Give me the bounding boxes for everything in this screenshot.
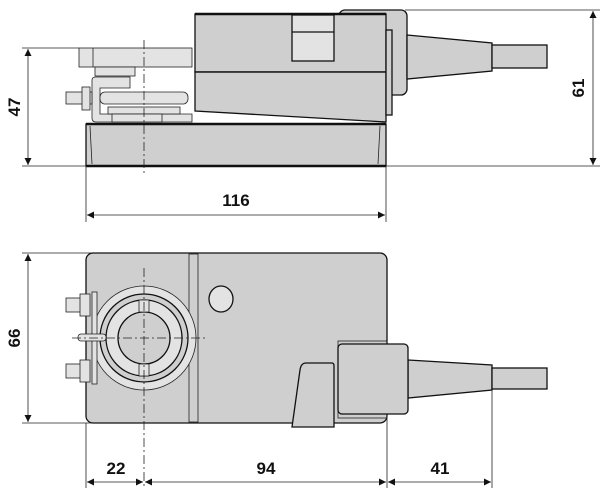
dimension-label: 94 bbox=[257, 459, 276, 478]
shaft-adapter bbox=[65, 47, 193, 123]
dimension-116: 116 bbox=[85, 166, 387, 222]
dimension-label: 41 bbox=[431, 459, 450, 478]
dimension-61: 61 bbox=[386, 9, 600, 167]
bottom-view: 66 22 94 41 bbox=[5, 252, 548, 488]
cable-gland-cone bbox=[407, 359, 493, 399]
side-view: 47 61 116 bbox=[5, 9, 600, 222]
manual-override-button bbox=[208, 285, 234, 313]
release-lever bbox=[291, 362, 335, 428]
clamp-bolts bbox=[65, 293, 107, 383]
dimension-66: 66 bbox=[5, 252, 92, 424]
cable-gland-cone bbox=[406, 34, 493, 80]
base bbox=[85, 122, 387, 168]
connector-housing bbox=[337, 343, 409, 415]
cable bbox=[491, 44, 548, 69]
cable bbox=[491, 367, 548, 390]
dimension-label: 66 bbox=[5, 329, 24, 348]
dimension-chain: 22 94 41 bbox=[85, 390, 493, 488]
dimension-label: 22 bbox=[107, 459, 126, 478]
window bbox=[291, 14, 335, 62]
dimension-label: 61 bbox=[569, 79, 588, 98]
actuator-body bbox=[194, 12, 393, 123]
dimension-47: 47 bbox=[5, 47, 86, 167]
dimension-label: 47 bbox=[5, 98, 24, 117]
dimension-label: 116 bbox=[222, 191, 249, 210]
